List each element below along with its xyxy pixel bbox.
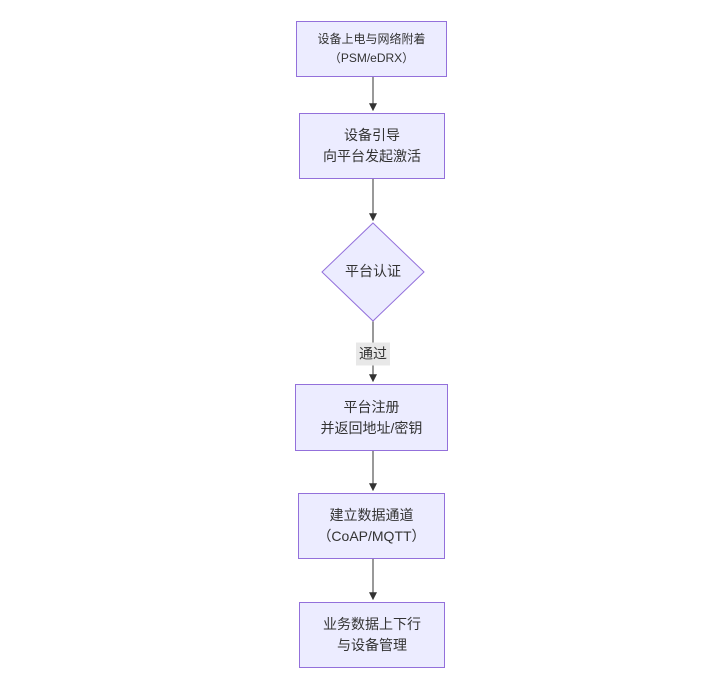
node-business-data: 业务数据上下行 与设备管理	[299, 602, 445, 668]
node-data-channel: 建立数据通道 （CoAP/MQTT）	[298, 493, 445, 559]
node-power-on-attach: 设备上电与网络附着 （PSM/eDRX）	[296, 21, 447, 77]
node-text-line: 建立数据通道	[329, 507, 414, 523]
node-platform-auth: 平台认证	[323, 261, 423, 282]
node-device-boot: 设备引导 向平台发起激活	[299, 113, 445, 179]
node-text-line: （CoAP/MQTT）	[317, 528, 426, 544]
node-platform-register: 平台注册 并返回地址/密钥	[295, 384, 448, 451]
node-text-line: 业务数据上下行	[323, 616, 421, 632]
node-auth-diamond-shape	[321, 222, 425, 322]
node-text-line: （PSM/eDRX）	[328, 51, 415, 65]
node-text-line: 平台认证	[345, 263, 401, 279]
node-text-line: 与设备管理	[337, 637, 407, 653]
edge-label-pass: 通过	[356, 342, 390, 366]
node-text-line: 设备上电与网络附着	[317, 32, 426, 46]
node-text-line: 平台注册	[343, 398, 400, 415]
node-text-line: 并返回地址/密钥	[320, 419, 423, 436]
node-text-line: 向平台发起激活	[323, 148, 421, 164]
node-text-line: 设备引导	[344, 127, 400, 143]
